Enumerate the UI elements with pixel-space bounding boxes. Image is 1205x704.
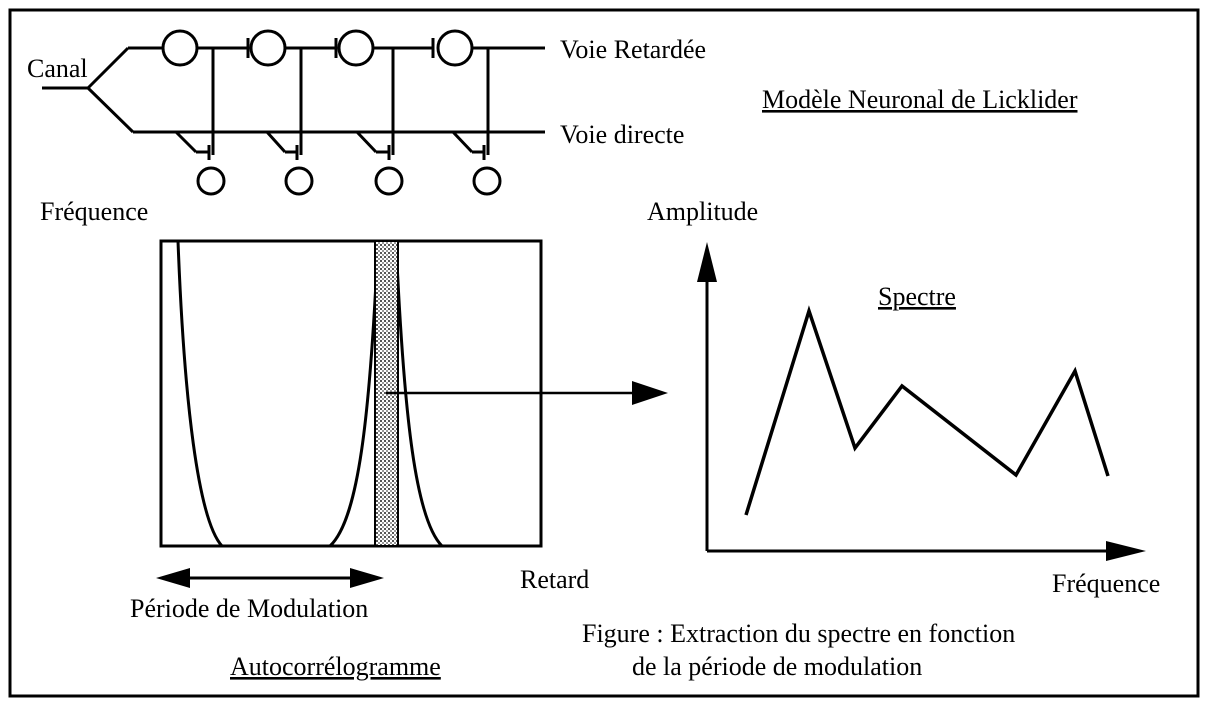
autocorrelogram-peak-left (176, 240, 224, 548)
delay-neuron (337, 29, 375, 67)
delay-neuron (161, 29, 199, 67)
spectrum-x-axis-label: Fréquence (1052, 569, 1160, 598)
spectrum-curve (744, 305, 1110, 516)
fork-upper-branch (86, 46, 130, 90)
spectrum-x-arrowhead (1106, 541, 1146, 561)
autocorrelogram-peak-falling (394, 240, 444, 548)
amplitude-label: Amplitude (647, 197, 758, 226)
coincidence-unit (174, 130, 226, 196)
autocorrelogram-peak-rising (328, 240, 380, 548)
figure-frame (8, 8, 1200, 698)
autocorrelogram-y-axis-label: Fréquence (40, 197, 148, 226)
figure-caption-line1: Figure : Extraction du spectre en foncti… (582, 619, 1015, 648)
delay-neuron (249, 29, 287, 67)
licklider-model (42, 29, 545, 196)
spectrum-y-arrowhead (697, 242, 717, 282)
coincidence-unit (355, 130, 404, 196)
autocorrelogram-title: Autocorrélogramme (230, 652, 441, 681)
spectrum-axes (697, 242, 1146, 561)
retard-label: Retard (520, 565, 589, 594)
extraction-arrow (386, 381, 668, 405)
periode-modulation-label: Période de Modulation (130, 594, 368, 623)
delay-neuron (436, 29, 474, 67)
coincidence-unit (265, 130, 314, 196)
model-title: Modèle Neuronal de Licklider (762, 85, 1078, 114)
modulation-period-arrow (156, 568, 384, 588)
canal-label: Canal (27, 54, 88, 83)
fork-lower-branch (86, 86, 135, 134)
coincidence-unit (451, 130, 502, 196)
voie-directe-label: Voie directe (560, 120, 684, 149)
voie-retardee-label: Voie Retardée (560, 35, 706, 64)
spectrum-title: Spectre (878, 282, 956, 311)
figure-caption-line2: de la période de modulation (632, 652, 922, 681)
